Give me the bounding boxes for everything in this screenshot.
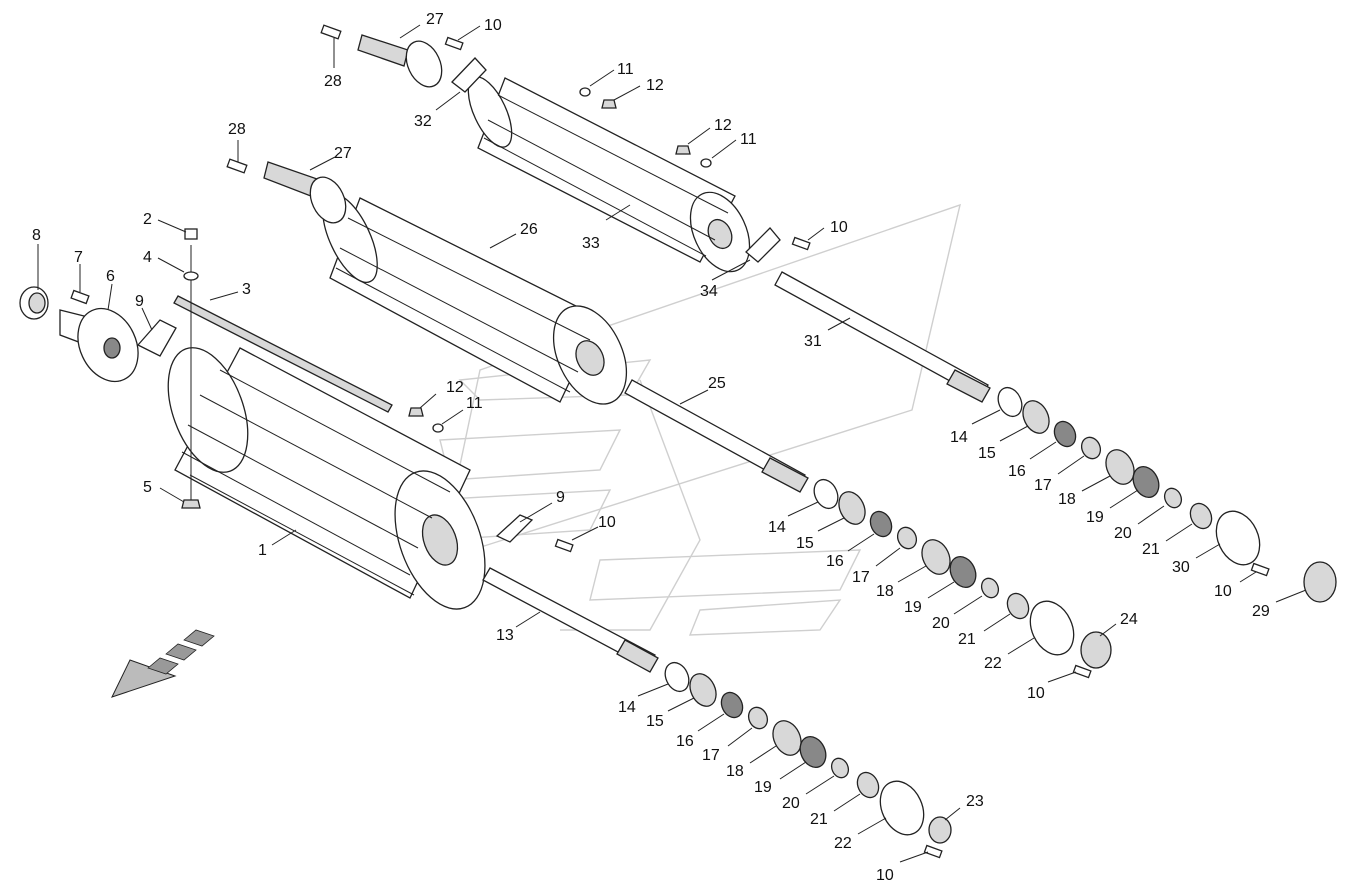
label-28a: 28: [324, 73, 342, 90]
label-20c: 20: [1114, 525, 1132, 542]
label-17a: 17: [702, 747, 720, 764]
bearing-stack-middle: [813, 478, 1112, 679]
label-21b: 21: [958, 631, 976, 648]
middle-drum: [322, 193, 628, 405]
label-19b: 19: [904, 599, 922, 616]
bearing-stack-rear: [997, 386, 1337, 603]
label-10a: 10: [484, 17, 502, 34]
label-6: 6: [106, 268, 115, 285]
label-18b: 18: [876, 583, 894, 600]
bracket-32: [451, 57, 487, 93]
rear-drum: [467, 76, 751, 273]
label-15b: 15: [796, 535, 814, 552]
label-15c: 15: [978, 445, 996, 462]
shaft-13: [482, 567, 659, 673]
label-29: 29: [1252, 603, 1270, 620]
stub-shaft-27a: [320, 24, 443, 88]
shaft-31: [774, 271, 991, 403]
label-28b: 28: [228, 121, 246, 138]
bracket-34: [745, 227, 781, 263]
label-12b: 12: [714, 117, 732, 134]
label-11a: 11: [617, 61, 634, 78]
label-14b: 14: [768, 519, 786, 536]
label-32: 32: [414, 113, 432, 130]
label-13: 13: [496, 627, 514, 644]
label-27b: 27: [334, 145, 352, 162]
label-10e: 10: [1214, 583, 1232, 600]
leader-lines: [37, 24, 1307, 863]
label-10c: 10: [598, 514, 616, 531]
label-26: 26: [520, 221, 538, 238]
label-33: 33: [582, 235, 600, 252]
bolt-2-assembly: [181, 228, 201, 509]
label-18c: 18: [1058, 491, 1076, 508]
label-7: 7: [74, 249, 83, 266]
label-34: 34: [700, 283, 718, 300]
label-11c: 11: [466, 395, 483, 412]
label-10b: 10: [830, 219, 848, 236]
label-19c: 19: [1086, 509, 1104, 526]
label-9b: 9: [556, 489, 565, 506]
label-17b: 17: [852, 569, 870, 586]
label-16a: 16: [676, 733, 694, 750]
label-24: 24: [1120, 611, 1138, 628]
label-27a: 27: [426, 11, 444, 28]
label-4: 4: [143, 249, 152, 266]
label-20a: 20: [782, 795, 800, 812]
label-12c: 12: [446, 379, 464, 396]
label-10d: 10: [1027, 685, 1045, 702]
bearing-stack-front: [664, 661, 952, 859]
label-16b: 16: [826, 553, 844, 570]
label-14a: 14: [618, 699, 636, 716]
label-9a: 9: [135, 293, 144, 310]
label-14c: 14: [950, 429, 968, 446]
label-18a: 18: [726, 763, 744, 780]
label-20b: 20: [932, 615, 950, 632]
label-3: 3: [242, 281, 251, 298]
small-fasteners: [408, 36, 811, 553]
label-8: 8: [32, 227, 41, 244]
label-22b: 22: [984, 655, 1002, 672]
shaft-25: [624, 379, 809, 493]
front-drum: [167, 347, 486, 610]
hub-6-assembly: [19, 286, 177, 383]
label-31: 31: [804, 333, 822, 350]
label-23: 23: [966, 793, 984, 810]
label-17c: 17: [1034, 477, 1052, 494]
label-11b: 11: [740, 131, 757, 148]
part-labels: 1 2 3 4 5 6 7 8 9 9 10 10 10 10 10 10 11…: [32, 11, 1270, 884]
label-12a: 12: [646, 77, 664, 94]
direction-arrow-icon: [111, 629, 215, 698]
label-2: 2: [143, 211, 152, 228]
stub-shaft-27b: [226, 158, 347, 224]
label-21c: 21: [1142, 541, 1160, 558]
bar-3: [173, 295, 393, 413]
label-10f: 10: [876, 867, 894, 884]
label-5: 5: [143, 479, 152, 496]
label-25: 25: [708, 375, 726, 392]
label-16c: 16: [1008, 463, 1026, 480]
label-19a: 19: [754, 779, 772, 796]
label-21a: 21: [810, 811, 828, 828]
label-22a: 22: [834, 835, 852, 852]
label-1: 1: [258, 542, 267, 559]
label-30: 30: [1172, 559, 1190, 576]
label-15a: 15: [646, 713, 664, 730]
